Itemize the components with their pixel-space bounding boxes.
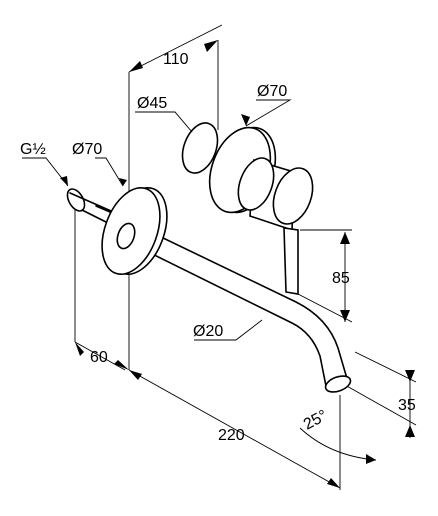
dim-spout-diameter: Ø20 <box>193 323 223 340</box>
pipe-to-rosette <box>95 205 111 213</box>
faucet-drawing <box>66 122 352 393</box>
angle-arc <box>299 427 377 461</box>
dim-left-rosette-diameter: Ø70 <box>72 141 102 158</box>
dim-lever-height: 85 <box>332 270 350 287</box>
connection-pipe <box>66 188 119 229</box>
spout-top-edge <box>131 222 349 383</box>
leader-lines <box>22 99 292 341</box>
dim-spout-length: 220 <box>218 427 245 444</box>
dim-knob-diameter: Ø45 <box>137 95 167 112</box>
handle-cylinder <box>237 157 314 232</box>
spout-outlet <box>324 375 352 393</box>
dim-width-top: 110 <box>163 51 189 68</box>
dim-spout-angle: 25° <box>301 407 330 433</box>
knob-small <box>181 122 219 174</box>
left-rosette <box>101 186 168 276</box>
dim-offset-left: 60 <box>90 349 108 366</box>
dim-thread: G½ <box>20 141 46 158</box>
dim-right-rosette-diameter: Ø70 <box>257 83 287 100</box>
arrowheads <box>60 40 415 488</box>
dim-spout-drop: 35 <box>398 397 416 414</box>
angle-arrow <box>366 454 376 464</box>
lever <box>283 227 299 295</box>
spout-bottom-edge <box>127 241 327 387</box>
